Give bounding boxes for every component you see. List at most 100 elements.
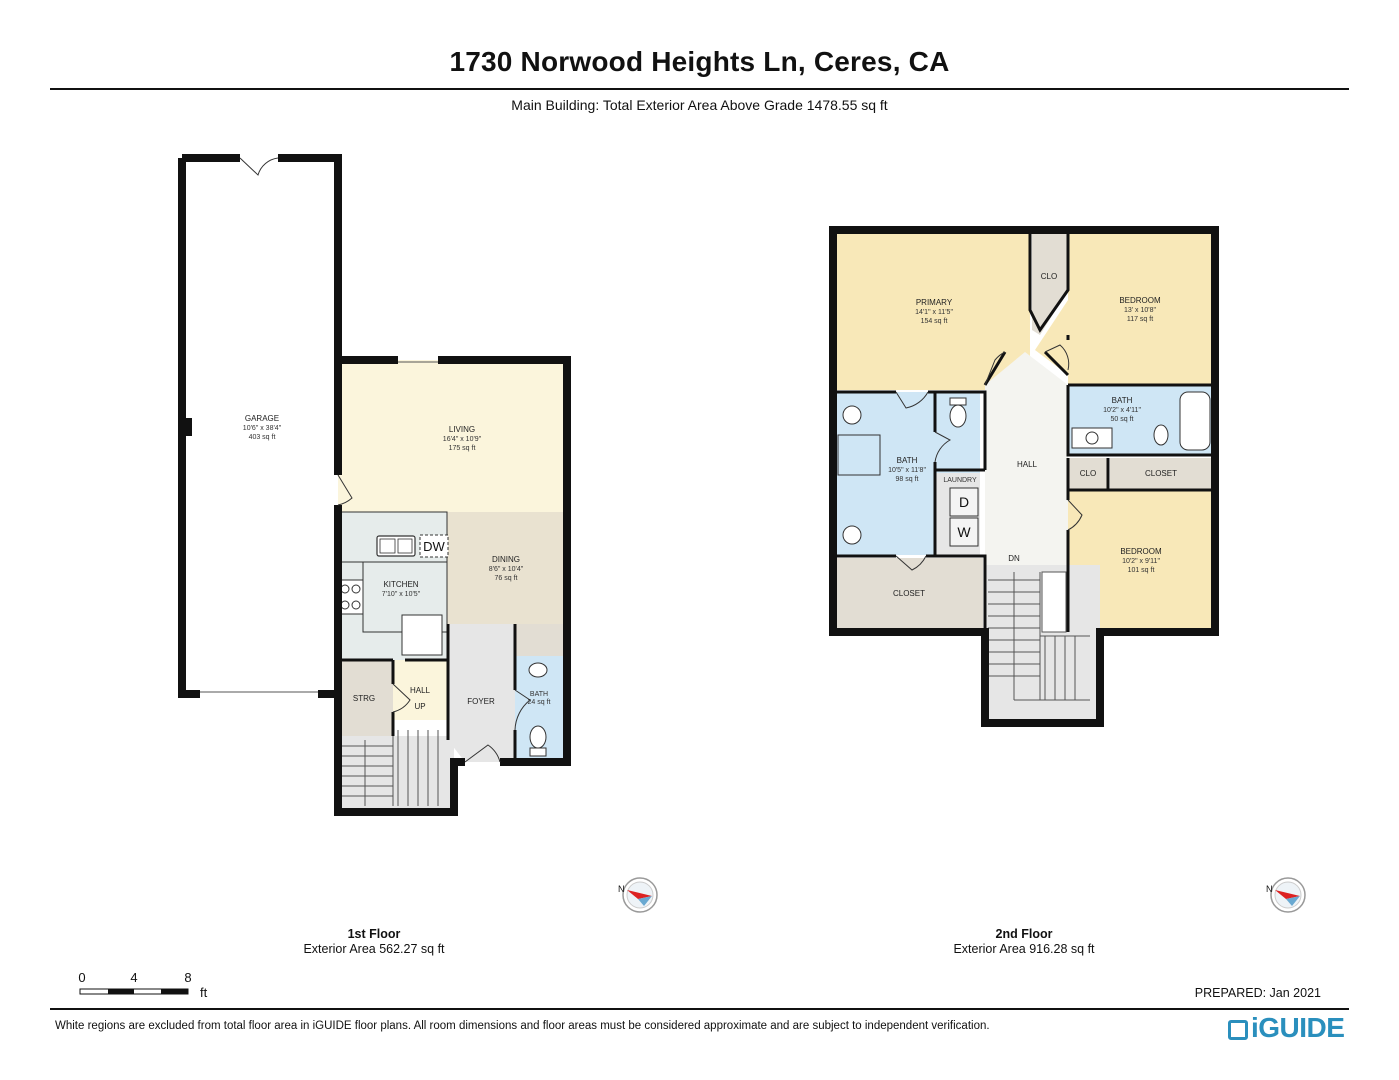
title-rule	[50, 88, 1349, 90]
bath-label: BATH	[530, 691, 548, 698]
scale-tick-label: 4	[130, 970, 137, 985]
brand-box-icon	[1228, 1020, 1248, 1040]
vanity-sink-icon	[842, 525, 862, 545]
bedroom-one-area: 117 sq ft	[1127, 316, 1153, 323]
upper-hall-label: HALL	[1017, 460, 1038, 469]
bath-one-dims: 10'5" x 11'8"	[888, 467, 926, 474]
closet-right	[1110, 458, 1215, 490]
living-label: LIVING	[449, 425, 475, 434]
burner-icon	[351, 600, 361, 610]
first-floor-caption: 1st Floor Exterior Area 562.27 sq ft	[224, 927, 524, 957]
washer-label: W	[957, 524, 971, 540]
shower	[837, 434, 881, 476]
kitchen-sink	[376, 535, 416, 557]
interior-walls-floor1	[338, 624, 517, 762]
bathtub-icon	[1179, 391, 1211, 451]
foyer-room	[448, 624, 515, 762]
bath-two-area: 50 sq ft	[1111, 416, 1134, 423]
first-floor-area: Exterior Area 562.27 sq ft	[303, 942, 445, 956]
second-floor-caption: 2nd Floor Exterior Area 916.28 sq ft	[874, 927, 1174, 957]
living-dims: 16'4" x 10'9"	[443, 436, 482, 443]
first-floor-name: 1st Floor	[347, 927, 401, 941]
closet-top	[1032, 230, 1068, 335]
vanity	[1071, 427, 1113, 449]
small-closet	[515, 624, 567, 656]
bath-one-area: 98 sq ft	[896, 476, 919, 483]
primary-label: PRIMARY	[916, 298, 953, 307]
clo-top-label: CLO	[1041, 272, 1057, 281]
page-title: 1730 Norwood Heights Ln, Ceres, CA	[449, 46, 950, 77]
dining-dims: 8'6" x 10'4"	[489, 566, 524, 573]
compass-north-label: N	[1266, 884, 1273, 894]
compass-icon: N	[618, 877, 658, 913]
washer	[949, 517, 979, 547]
burner-icon	[351, 584, 361, 594]
stair-treads	[338, 730, 439, 806]
dryer	[949, 487, 979, 517]
scale-tick-label: 0	[78, 970, 85, 985]
garage-dims: 10'6" x 38'4"	[243, 425, 282, 432]
garage-room	[182, 158, 338, 694]
stair-down-label: DN	[1008, 554, 1020, 563]
brand-name: iGUIDE	[1251, 1012, 1345, 1043]
page-subtitle: Main Building: Total Exterior Area Above…	[511, 97, 888, 113]
bath-two-label: BATH	[1112, 396, 1133, 405]
interior-walls-floor2	[833, 230, 1215, 632]
closet-bottom	[833, 558, 983, 632]
garage-area: 403 sq ft	[249, 434, 276, 441]
closet-mid	[1068, 458, 1108, 490]
clo-mid-label: CLO	[1080, 469, 1096, 478]
toilet-tank	[949, 397, 967, 406]
sink-basin-left	[379, 538, 396, 554]
bath-sink-icon	[528, 662, 548, 678]
compass-icon: N	[1266, 877, 1306, 913]
toilet-icon	[1153, 424, 1169, 446]
dishwasher-label: DW	[423, 539, 445, 554]
toilet-tank	[529, 747, 547, 757]
toilet-icon	[529, 725, 547, 749]
dishwasher	[419, 534, 449, 558]
bedroom-one-label: BEDROOM	[1119, 296, 1161, 305]
bedroom-one-dims: 13' x 10'8"	[1124, 307, 1157, 314]
second-floor-area: Exterior Area 916.28 sq ft	[953, 942, 1095, 956]
second-floor-plan: D W	[829, 226, 1219, 727]
doors-floor1	[239, 157, 531, 763]
scale-bar: 0 4 8 ft	[78, 970, 207, 1000]
kitchen-dims: 7'10" x 10'5"	[382, 591, 421, 598]
laundry-label: LAUNDRY	[943, 477, 977, 484]
primary-area: 154 sq ft	[921, 318, 948, 325]
bath-area: 24 sq ft	[528, 699, 551, 706]
living-room	[338, 360, 567, 512]
toilet-icon	[949, 404, 967, 428]
primary-dims: 14'1" x 11'5"	[915, 309, 953, 316]
stair-up-label: UP	[414, 702, 425, 711]
hall-label: HALL	[410, 686, 431, 695]
upper-stair-treads	[988, 572, 1090, 701]
compass-north-label: N	[618, 884, 625, 894]
foyer-label: FOYER	[467, 697, 495, 706]
fridge	[401, 614, 443, 656]
garage-post	[186, 418, 192, 436]
dining-room	[447, 512, 567, 624]
walls-floor2	[829, 226, 1219, 727]
bedroom-one	[1035, 230, 1215, 385]
closet-right-label: CLOSET	[1145, 469, 1177, 478]
walls-floor1	[178, 154, 571, 816]
living-area: 175 sq ft	[449, 445, 476, 452]
second-floor-name: 2nd Floor	[995, 927, 1053, 941]
bath-one-label: BATH	[897, 456, 918, 465]
closet-bottom-label: CLOSET	[893, 589, 925, 598]
disclaimer-text: White regions are excluded from total fl…	[55, 1020, 990, 1032]
stair-rail	[1041, 571, 1067, 633]
brand-logo: iGUIDE	[1228, 1012, 1345, 1044]
dryer-label: D	[959, 494, 969, 510]
bedroom-two-label: BEDROOM	[1120, 547, 1162, 556]
kitchen-label: KITCHEN	[383, 580, 418, 589]
garage-label: GARAGE	[245, 414, 279, 423]
bedroom-two-area: 101 sq ft	[1128, 567, 1155, 574]
hall-room	[393, 660, 448, 720]
footer-rule	[50, 1008, 1349, 1010]
bath-two-dims: 10'2" x 4'11"	[1103, 407, 1141, 414]
bedroom-two-dims: 10'2" x 9'11"	[1122, 558, 1160, 565]
bath-sink-icon	[1085, 431, 1099, 445]
